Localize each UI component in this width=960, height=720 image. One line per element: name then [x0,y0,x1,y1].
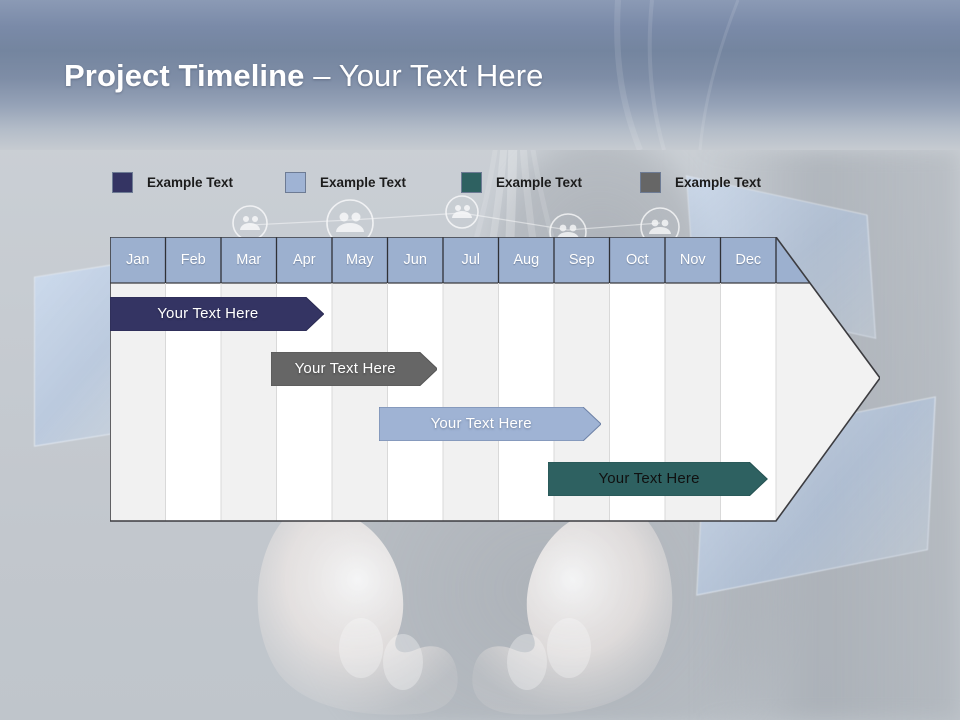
legend-item-label: Example Text [496,174,583,190]
legend-swatch-icon [640,171,661,193]
month-header-cell-sep[interactable]: Sep [568,252,595,268]
month-header-row: Jan Feb Mar Apr May Jun Jul Aug Sep Oct Nov Dec [110,237,776,283]
page-title-strong: Project Timeline [64,58,305,93]
people-node-icon [445,195,479,229]
task-bar-arrow-shape [110,296,324,331]
month-column-stripe [165,237,221,521]
timeline-chart: Jan Feb Mar Apr May Jun Jul Aug Sep Oct Nov Dec You… [110,237,880,522]
legend-swatch-icon [285,171,306,193]
title-band [0,0,960,150]
month-column-stripe [110,237,166,521]
month-column-stripe [498,237,554,521]
task-bar-arrow-shape [548,461,768,496]
title-band-texture [614,0,740,150]
month-header-cell-feb[interactable]: Feb [180,252,206,268]
month-column-stripe [443,237,499,521]
month-header-cell-may[interactable]: May [346,252,374,268]
task-bar-3[interactable]: Your Text Here [379,406,602,441]
month-header-cell-oct[interactable]: Oct [625,252,649,268]
month-header-cell-jul[interactable]: Jul [461,252,481,268]
legend-item-1[interactable]: Example Text [112,169,233,195]
task-bar-arrow-shape [379,406,602,441]
month-header-cell-mar[interactable]: Mar [236,252,262,268]
timeline-chart-body [110,237,880,522]
month-header-cell-nov[interactable]: Nov [679,252,706,268]
month-header-cell-apr[interactable]: Apr [292,252,316,268]
month-header-cell-aug[interactable]: Aug [513,252,540,268]
legend-item-2[interactable]: Example Text [285,169,406,195]
month-column-stripe [221,237,277,521]
task-bar-label: Your Text Here [598,470,700,487]
legend-swatch-icon [112,171,133,193]
legend-item-4[interactable]: Example Text [640,169,761,195]
month-header-cell-jun[interactable]: Jun [403,252,427,268]
legend-item-3[interactable]: Example Text [461,169,582,195]
task-bar-label: Your Text Here [157,305,259,322]
task-bar-label: Your Text Here [294,360,396,377]
legend-item-label: Example Text [320,174,407,190]
month-header-cell-jan[interactable]: Jan [126,252,150,268]
task-bar-1[interactable]: Your Text Here [110,296,324,331]
legend-item-label: Example Text [147,174,234,190]
month-header-background [110,237,880,283]
page-title-light: – Your Text Here [304,58,544,93]
task-bar-arrow-shape [270,351,438,386]
month-header-cell-dec[interactable]: Dec [735,252,762,268]
page-title: Project Timeline – Your Text Here [64,58,543,94]
legend-item-label: Example Text [675,174,762,190]
chart-legend: Example Text Example Text Example Text E… [112,169,812,195]
background-hands-photo [257,507,673,715]
task-bar-4[interactable]: Your Text Here [548,461,768,496]
task-bar-label: Your Text Here [430,415,532,432]
task-bar-2[interactable]: Your Text Here [270,351,438,386]
legend-swatch-icon [461,171,482,193]
